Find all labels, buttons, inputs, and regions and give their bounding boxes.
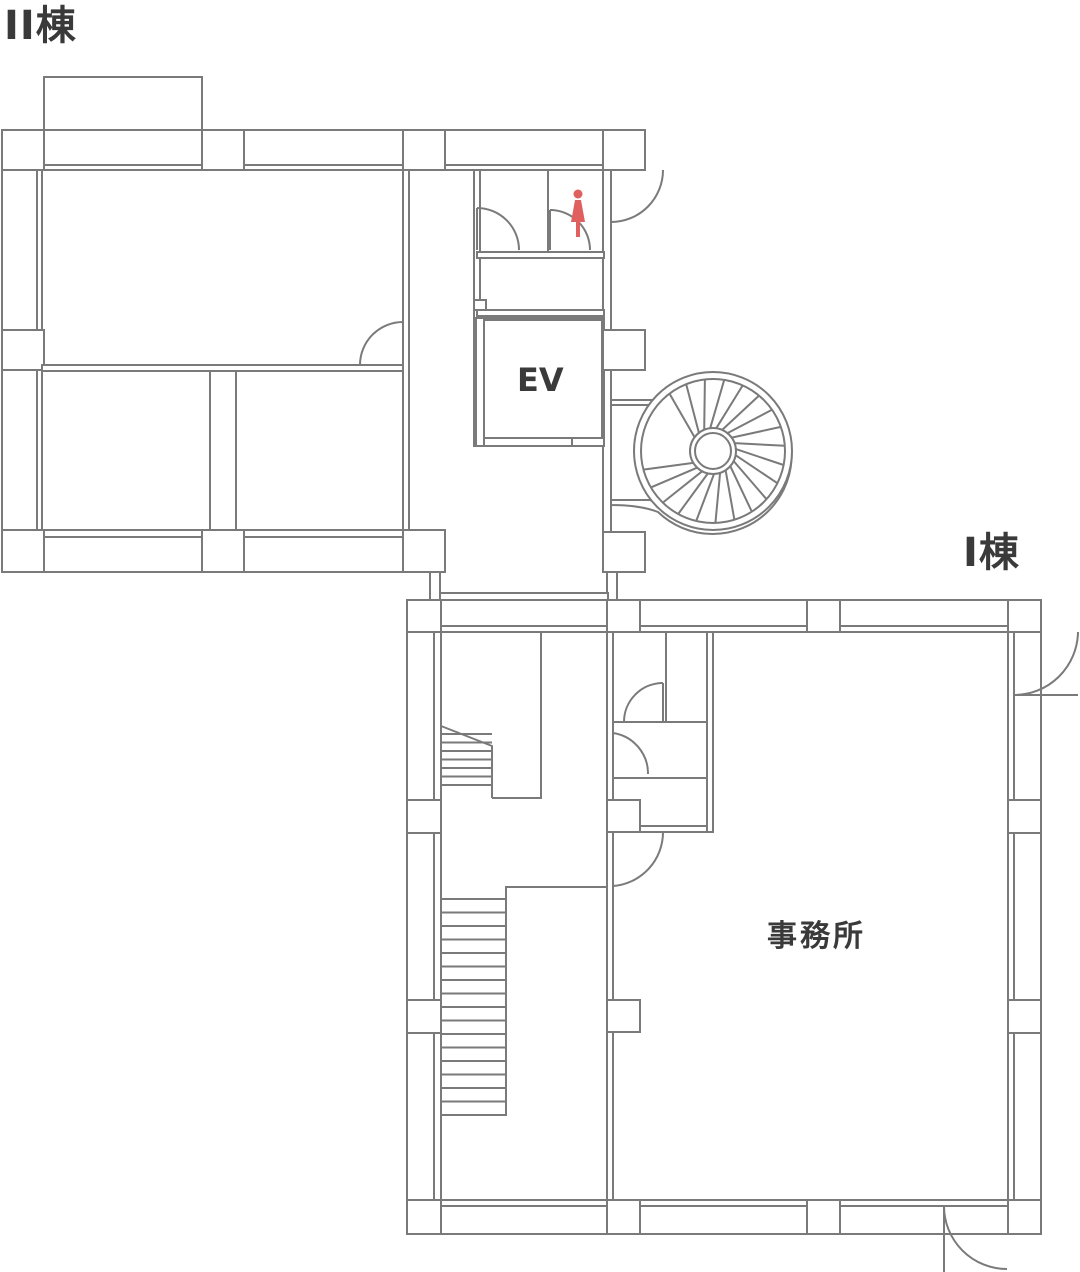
stairs-upper [440,725,493,798]
building-1-label: I棟 [963,530,1020,576]
office-room-label: 事務所 [767,919,866,954]
building-2-label: II棟 [4,3,77,49]
building-2-plan [1,76,664,601]
spiral-staircase [610,371,793,535]
stairs-lower [441,887,507,1115]
building-1-plan [406,592,1079,1272]
elevator-label: EV [517,361,564,399]
female-restroom-icon [571,189,585,237]
